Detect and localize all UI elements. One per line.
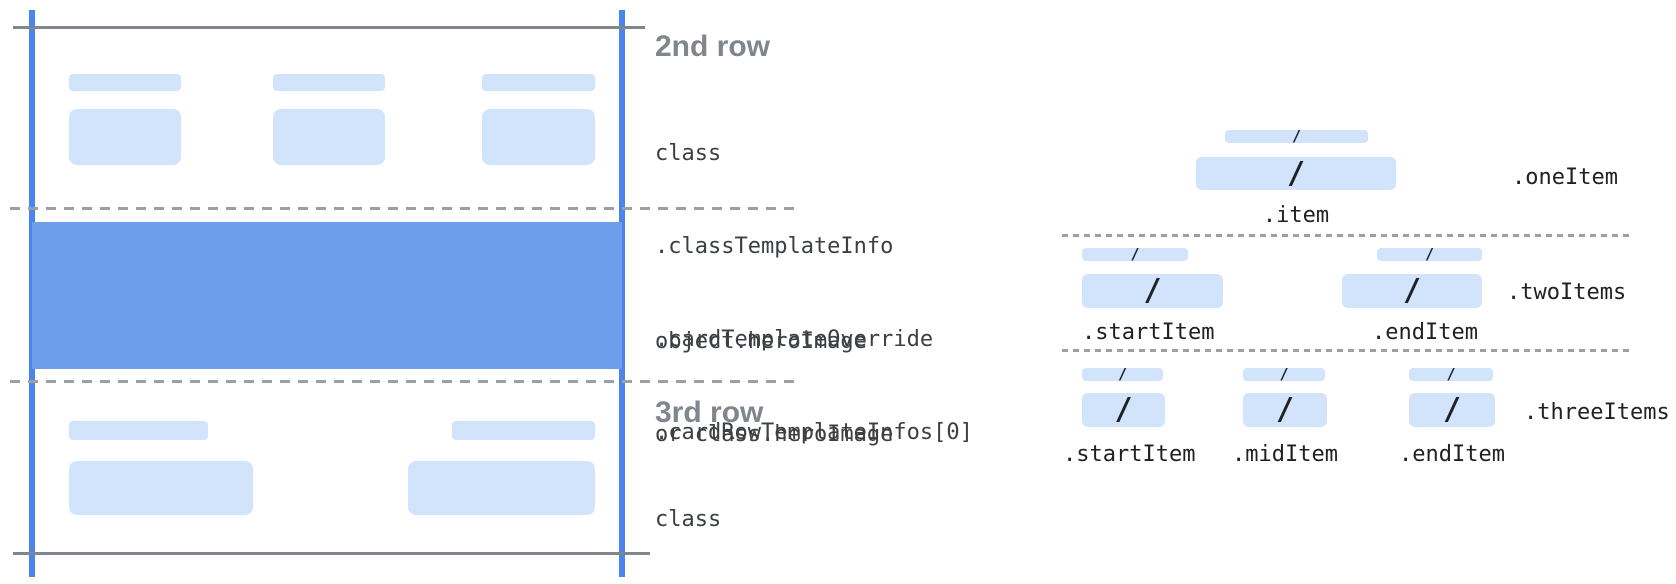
slash-glyph: / [1130,245,1140,263]
twoitems-threeitems-divider [1062,349,1632,352]
threeitems-end-label: .endItem [1399,442,1505,467]
row2-col3-label-placeholder [482,74,595,91]
slash-glyph: / [1279,365,1289,383]
row2-hero-divider [10,207,800,210]
code-line: class [655,507,722,532]
code-line: .cardTemplateOverride [655,327,934,352]
row2-col1-value-placeholder [69,109,181,165]
row2-heading: 2nd row [655,30,771,63]
row2-code-path: class .classTemplateInfo .cardTemplateOv… [655,76,973,510]
twoitems-end-label: .endItem [1372,320,1478,345]
item-label: .item [1262,203,1330,228]
row2-col3-value-placeholder [482,109,595,165]
slash-glyph: / [1424,245,1435,263]
slash-glyph: / [1402,273,1422,308]
hero-code-path: object.heroImage or class.heroImage [655,264,893,512]
threeitems-start-value-bar: / [1082,393,1165,427]
slash-glyph: / [1291,127,1302,145]
twoitems-start-label: .startItem [1082,320,1215,345]
row2-col2-value-placeholder [273,109,385,165]
row3-col2-label-placeholder [452,421,595,440]
twoitems-group-label: .twoItems [1507,280,1627,305]
top-boundary-line [13,26,645,29]
oneitem-value-bar: / [1196,155,1396,191]
row3-col1-label-placeholder [69,421,208,440]
row3-col1-value-placeholder [69,461,253,515]
code-line: or class.heroImage [655,422,894,447]
row3-col2-value-placeholder [408,461,595,515]
threeitems-end-value-bar: / [1409,393,1495,427]
threeitems-start-label-bar: / [1082,365,1163,383]
threeitems-mid-label: .midItem [1232,442,1338,467]
twoitems-start-label-bar: / [1082,245,1188,263]
twoitems-end-label-bar: / [1377,245,1482,263]
code-line: object.heroImage [655,329,867,354]
row3-heading: 3rd row [655,396,764,429]
row2-col2-label-placeholder [273,74,385,91]
threeitems-mid-value-bar: / [1243,393,1327,427]
right-guide-line [619,10,625,577]
oneitem-label-bar: / [1225,127,1368,145]
slash-glyph: / [1114,392,1133,427]
slash-glyph: / [1446,365,1456,383]
threeitems-mid-label-bar: / [1243,365,1325,383]
slash-glyph: / [1275,392,1295,427]
slash-glyph: / [1143,273,1162,308]
bottom-boundary-line [13,552,650,555]
threeitems-start-label: .startItem [1063,442,1196,467]
hero-image-band [32,222,622,369]
code-line: class [655,141,722,166]
twoitems-start-value-bar: / [1082,274,1223,308]
row2-col1-label-placeholder [69,74,181,91]
slash-glyph: / [1117,365,1128,383]
slash-glyph: / [1286,155,1306,191]
slash-glyph: / [1442,392,1462,427]
threeitems-end-label-bar: / [1409,365,1493,383]
oneitem-twoitems-divider [1062,234,1632,237]
oneitem-group-label: .oneItem [1512,165,1618,190]
code-line: .cardRowTemplateInfos[0] [655,420,973,445]
threeitems-group-label: .threeItems [1524,400,1670,425]
twoitems-end-value-bar: / [1342,274,1482,308]
code-line: .classTemplateInfo [655,234,894,259]
hero-row3-divider [10,380,800,383]
row3-code-path: class .classTemplateInfo .cardTemplateOv… [655,442,973,584]
